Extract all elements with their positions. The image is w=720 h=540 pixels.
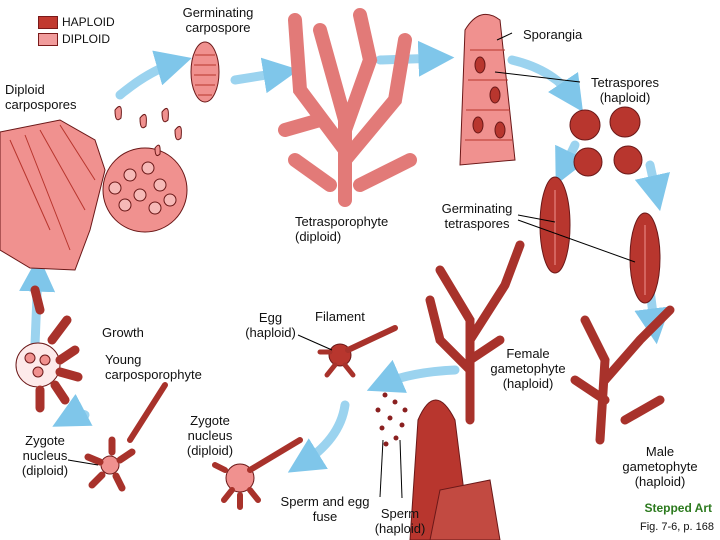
arrow-tetrasporophyte-to-sporangia [375, 40, 455, 77]
germinating-tetraspores [539, 176, 661, 304]
arrow-fuse-to-zygote [287, 400, 350, 473]
pointer-lines [67, 32, 636, 499]
legend-haploid-swatch [38, 15, 58, 29]
arrow-tetraspores-to-germ-left [555, 140, 588, 185]
tetraspores [569, 106, 643, 177]
tetrasporophyte [278, 8, 417, 207]
zygote-left [84, 382, 168, 492]
label-sporangia: Sporangia [523, 27, 583, 42]
arrow-sporangia-to-tetraspores [507, 55, 583, 112]
label-female-gametophyte: Female gametophyte (haploid) [490, 346, 566, 391]
fertilization-tissue [375, 392, 501, 540]
arrow-carpospores-to-germinating [115, 50, 192, 100]
label-germinating-carpospore: Germinating carpospore [182, 5, 254, 35]
arrow-female-to-zygote [366, 359, 460, 393]
label-egg: Egg (haploid) [245, 310, 296, 340]
credit-figure: Fig. 7-6, p. 168 [640, 521, 714, 533]
arrow-zygote-to-left [52, 393, 93, 427]
label-zygote-nucleus-center: Zygote nucleus (diploid) [186, 413, 234, 458]
arrow-tetraspores-to-germ-right [634, 160, 670, 212]
label-filament: Filament [315, 309, 365, 324]
female-gametophyte [425, 240, 525, 425]
young-carposporophyte [15, 285, 83, 413]
arrow-germinating-to-tetrasporophyte [230, 57, 300, 94]
sporangia-branch [459, 13, 516, 166]
legend-diploid-label: DIPLOID [62, 32, 111, 46]
label-tetrasporophyte: Tetrasporophyte (diploid) [295, 214, 389, 244]
egg-filament [317, 325, 398, 378]
male-gametophyte [570, 305, 675, 445]
label-sperm-egg-fuse: Sperm and egg fuse [280, 494, 370, 524]
label-tetraspores: Tetraspores (haploid) [591, 75, 659, 105]
label-diploid-carpospores: Diploid carpospores [5, 82, 77, 112]
label-male-gametophyte: Male gametophyte (haploid) [622, 444, 698, 489]
zygote-center [212, 437, 303, 510]
carposporophyte-tissue [0, 105, 188, 271]
legend-diploid: DIPLOID [38, 32, 110, 46]
label-young-carposporophyte: Young carposporophyte [105, 352, 202, 382]
cycle-arrows [19, 40, 671, 473]
legend-diploid-swatch [38, 32, 58, 46]
label-sperm: Sperm (haploid) [374, 506, 426, 536]
label-growth: Growth [102, 325, 144, 340]
credit-stepped-art: Stepped Art [644, 501, 712, 515]
label-zygote-nucleus-left: Zygote nucleus (diploid) [21, 433, 69, 478]
label-germinating-tetraspores: Germinating tetraspores [441, 201, 513, 231]
germinating-carpospore [190, 41, 220, 103]
legend-haploid: HAPLOID [38, 15, 115, 29]
legend-haploid-label: HAPLOID [62, 15, 115, 29]
